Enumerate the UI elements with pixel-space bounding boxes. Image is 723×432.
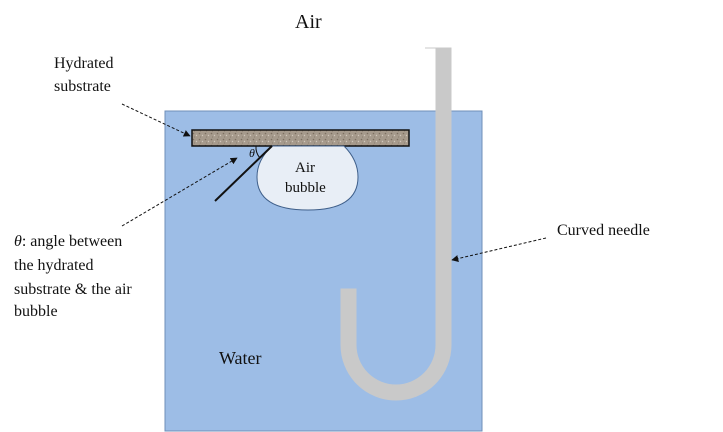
needle-leader-arrow bbox=[451, 237, 547, 262]
theta-label-line4: bubble bbox=[14, 303, 58, 320]
theta-label-line1: θ: angle between bbox=[14, 233, 122, 250]
air-bubble bbox=[256, 145, 359, 211]
theta-definition-text: : angle between bbox=[22, 233, 122, 250]
theta-leader-arrow bbox=[121, 157, 238, 227]
curved-needle bbox=[340, 47, 452, 401]
air-bubble-label-line1: Air bbox=[295, 160, 315, 176]
tangent-line bbox=[214, 145, 273, 202]
water-label: Water bbox=[219, 348, 262, 368]
hydrated-substrate bbox=[191, 129, 410, 147]
curved-needle-label: Curved needle bbox=[557, 222, 650, 239]
theta-label-line3: substrate & the air bbox=[14, 281, 132, 298]
hydrated-substrate-label-line2: substrate bbox=[54, 78, 111, 95]
theta-symbol: θ bbox=[14, 233, 22, 250]
angle-arc bbox=[255, 145, 261, 159]
substrate-leader-arrow bbox=[121, 103, 191, 137]
hydrated-substrate-label-line1: Hydrated bbox=[54, 55, 114, 72]
theta-angle-mark: θ bbox=[249, 146, 255, 160]
theta-label-line2: the hydrated bbox=[14, 257, 94, 274]
air-bubble-label-line2: bubble bbox=[285, 180, 326, 196]
air-label: Air bbox=[295, 11, 322, 33]
